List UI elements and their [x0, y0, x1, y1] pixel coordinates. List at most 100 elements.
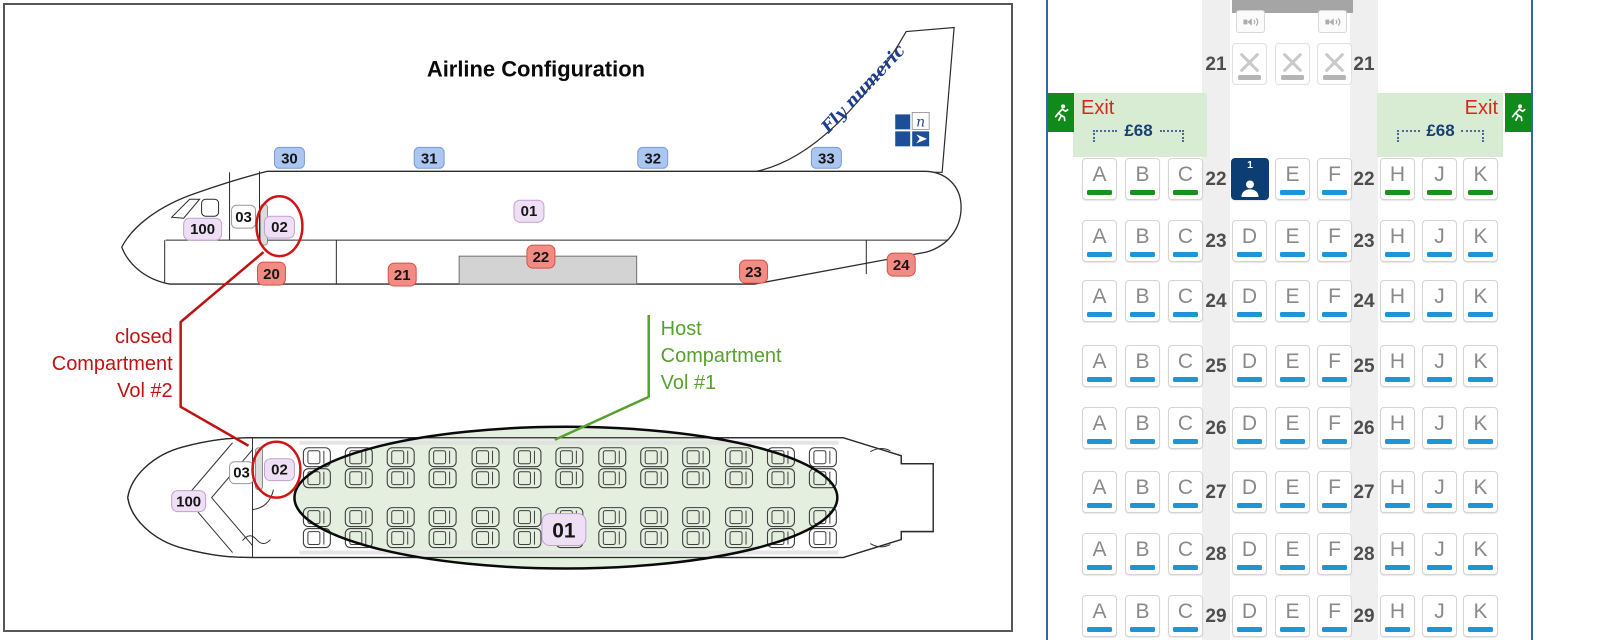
seat-26B[interactable]: B: [1125, 407, 1160, 449]
row-25-number-right: 25: [1353, 356, 1375, 377]
seat-25H[interactable]: H: [1380, 345, 1415, 387]
row-27-number-left: 27: [1205, 482, 1227, 503]
seat-23C[interactable]: C: [1168, 220, 1203, 262]
seat-24E[interactable]: E: [1275, 280, 1310, 322]
seat-26F[interactable]: F: [1317, 407, 1352, 449]
seat-29H[interactable]: H: [1380, 595, 1415, 637]
seat-25C[interactable]: C: [1168, 345, 1203, 387]
seat-28H[interactable]: H: [1380, 533, 1415, 575]
exit-door-icon: [1048, 93, 1074, 132]
seat-24A[interactable]: A: [1082, 280, 1117, 322]
seat-29J[interactable]: J: [1422, 595, 1457, 637]
seat-23F[interactable]: F: [1317, 220, 1352, 262]
seat-29K[interactable]: K: [1463, 595, 1498, 637]
seat-25F[interactable]: F: [1317, 345, 1352, 387]
seat-27F[interactable]: F: [1317, 471, 1352, 513]
seat-26D[interactable]: D: [1232, 407, 1267, 449]
seat-22E[interactable]: E: [1275, 158, 1310, 200]
seat-23D[interactable]: D: [1232, 220, 1267, 262]
seat-25B[interactable]: B: [1125, 345, 1160, 387]
side-label-31: 31: [413, 146, 445, 169]
seat-28K[interactable]: K: [1463, 533, 1498, 575]
airline-diagram-frame: Airline Configuration Fly numeric n: [3, 3, 1013, 632]
seat-23J[interactable]: J: [1422, 220, 1457, 262]
top-label-02: 02: [263, 458, 295, 482]
seat-28A[interactable]: A: [1082, 533, 1117, 575]
seat-28C[interactable]: C: [1168, 533, 1203, 575]
seat-28F[interactable]: F: [1317, 533, 1352, 575]
seat-25A[interactable]: A: [1082, 345, 1117, 387]
seat-26J[interactable]: J: [1422, 407, 1457, 449]
seat-22F[interactable]: F: [1317, 158, 1352, 200]
red-circle-top: [251, 440, 302, 499]
svg-text:22: 22: [533, 249, 550, 266]
seat-22J[interactable]: J: [1422, 158, 1457, 200]
seat-29C[interactable]: C: [1168, 595, 1203, 637]
seat-26H[interactable]: H: [1380, 407, 1415, 449]
side-label-01: 01: [513, 199, 545, 223]
side-label-33: 33: [810, 146, 842, 169]
seat-29A[interactable]: A: [1082, 595, 1117, 637]
exit-row-band-left: [1073, 93, 1207, 157]
row-23-number-right: 23: [1353, 231, 1375, 252]
svg-text:closed: closed: [115, 326, 173, 348]
host-compartment-outline: [293, 425, 839, 570]
svg-text:02: 02: [271, 462, 288, 479]
top-label-100: 100: [171, 490, 207, 513]
seat-26E[interactable]: E: [1275, 407, 1310, 449]
seat-25D[interactable]: D: [1232, 345, 1267, 387]
seat-24J[interactable]: J: [1422, 280, 1457, 322]
seat-22K[interactable]: K: [1463, 158, 1498, 200]
seat-22H[interactable]: H: [1380, 158, 1415, 200]
seat-24D[interactable]: D: [1232, 280, 1267, 322]
seat-25J[interactable]: J: [1422, 345, 1457, 387]
seat-22D[interactable]: 1: [1231, 158, 1269, 200]
seat-28B[interactable]: B: [1125, 533, 1160, 575]
seat-26K[interactable]: K: [1463, 407, 1498, 449]
side-label-21: 21: [387, 262, 417, 287]
seat-22B[interactable]: B: [1125, 158, 1160, 200]
row-27-number-right: 27: [1353, 482, 1375, 503]
seat-23B[interactable]: B: [1125, 220, 1160, 262]
seat-22C[interactable]: C: [1168, 158, 1203, 200]
seat-28E[interactable]: E: [1275, 533, 1310, 575]
side-label-100: 100: [183, 217, 223, 241]
seat-23E[interactable]: E: [1275, 220, 1310, 262]
seat-24F[interactable]: F: [1317, 280, 1352, 322]
seat-29F[interactable]: F: [1317, 595, 1352, 637]
seat-24B[interactable]: B: [1125, 280, 1160, 322]
seat-23A[interactable]: A: [1082, 220, 1117, 262]
seat-23K[interactable]: K: [1463, 220, 1498, 262]
seat-26A[interactable]: A: [1082, 407, 1117, 449]
seat-27D[interactable]: D: [1232, 471, 1267, 513]
seat-24K[interactable]: K: [1463, 280, 1498, 322]
seat-25K[interactable]: K: [1463, 345, 1498, 387]
svg-text:Compartment: Compartment: [52, 353, 173, 375]
seat-25E[interactable]: E: [1275, 345, 1310, 387]
seat-27C[interactable]: C: [1168, 471, 1203, 513]
seat-28D[interactable]: D: [1232, 533, 1267, 575]
green-leader-line: [554, 315, 650, 441]
seat-24H[interactable]: H: [1380, 280, 1415, 322]
seat-27J[interactable]: J: [1422, 471, 1457, 513]
seat-29D[interactable]: D: [1232, 595, 1267, 637]
seat-21D: [1232, 43, 1267, 85]
seat-28J[interactable]: J: [1422, 533, 1457, 575]
seat-24C[interactable]: C: [1168, 280, 1203, 322]
seat-27B[interactable]: B: [1125, 471, 1160, 513]
row-28-number-right: 28: [1353, 544, 1375, 565]
seat-27E[interactable]: E: [1275, 471, 1310, 513]
seat-26C[interactable]: C: [1168, 407, 1203, 449]
seat-23H[interactable]: H: [1380, 220, 1415, 262]
seat-27A[interactable]: A: [1082, 471, 1117, 513]
seat-29B[interactable]: B: [1125, 595, 1160, 637]
svg-text:20: 20: [263, 266, 280, 283]
seat-22A[interactable]: A: [1082, 158, 1117, 200]
seat-29E[interactable]: E: [1275, 595, 1310, 637]
seat-27H[interactable]: H: [1380, 471, 1415, 513]
seat-27K[interactable]: K: [1463, 471, 1498, 513]
svg-text:32: 32: [644, 150, 661, 167]
side-label-32: 32: [637, 146, 669, 169]
